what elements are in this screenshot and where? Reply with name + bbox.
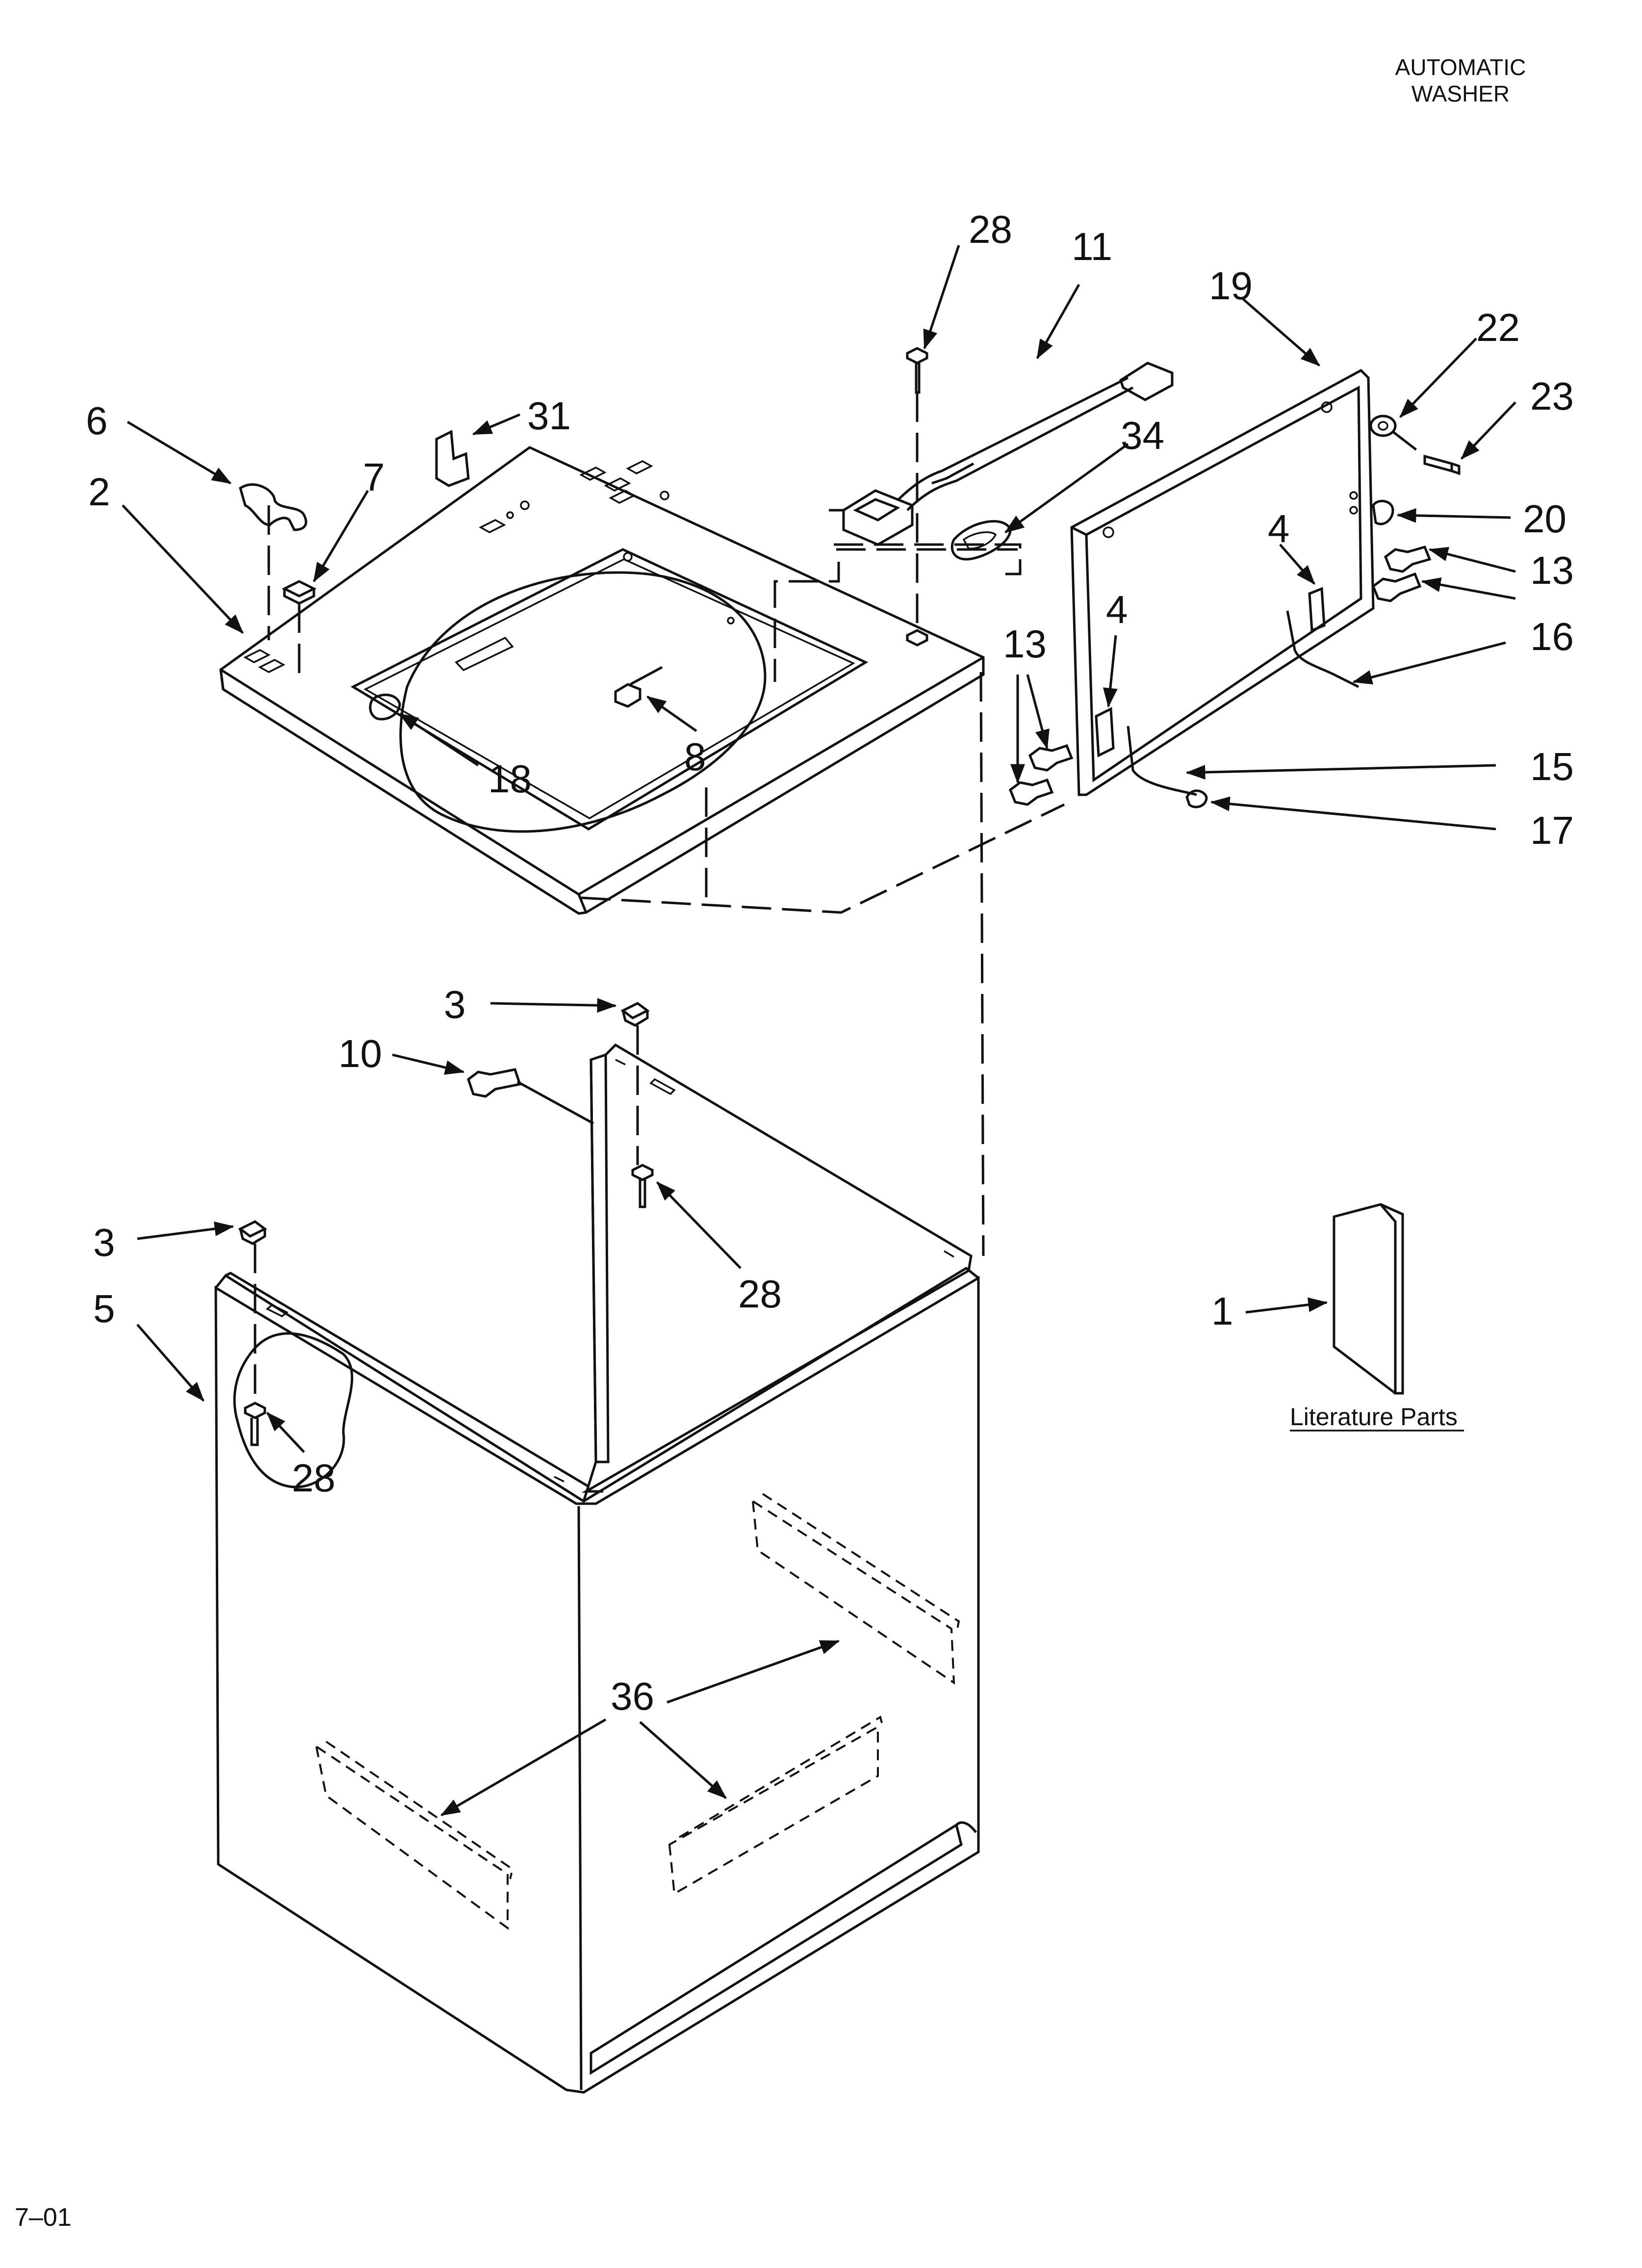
callout-18: 18 xyxy=(488,757,532,801)
callout-34: 34 xyxy=(1121,414,1164,457)
callout-28: 28 xyxy=(969,208,1012,251)
rear-frame xyxy=(1070,368,1375,796)
callout-19: 19 xyxy=(1209,264,1253,308)
leader-lines xyxy=(122,245,1516,1817)
cabinet xyxy=(214,1043,980,2094)
callout-15: 15 xyxy=(1530,745,1574,788)
top-panel xyxy=(219,446,985,915)
callout-4: 4 xyxy=(1268,507,1290,550)
callout-20: 20 xyxy=(1523,497,1566,541)
callout-13-left: 13 xyxy=(1003,622,1047,666)
callout-7: 7 xyxy=(363,455,385,499)
callout-3-left: 3 xyxy=(93,1221,115,1264)
callout-13: 13 xyxy=(1530,548,1574,592)
callout-6: 6 xyxy=(86,399,108,443)
callout-31: 31 xyxy=(527,394,571,438)
callout-16: 16 xyxy=(1530,615,1574,658)
callout-1: 1 xyxy=(1211,1289,1233,1333)
callout-8: 8 xyxy=(684,735,706,779)
callout-36: 36 xyxy=(611,1674,654,1718)
assembly-lines xyxy=(254,392,1426,1403)
callout-5: 5 xyxy=(93,1287,115,1330)
diagram-header: AUTOMATIC WASHER xyxy=(1362,54,1559,107)
page-code: 7–01 xyxy=(15,2203,72,2232)
callout-17: 17 xyxy=(1530,808,1574,852)
callout-22: 22 xyxy=(1476,306,1520,349)
callout-labels: 28 11 19 22 23 6 31 34 7 2 20 4 13 13 16… xyxy=(86,208,1574,1718)
callout-28-cabinet: 28 xyxy=(738,1272,782,1316)
header-line-2: WASHER xyxy=(1411,81,1510,106)
callout-28-window: 28 xyxy=(292,1456,335,1500)
callout-2: 2 xyxy=(88,470,110,514)
callout-11: 11 xyxy=(1072,225,1112,268)
callout-3: 3 xyxy=(444,983,466,1026)
callout-4-left: 4 xyxy=(1106,588,1128,631)
callout-10: 10 xyxy=(338,1032,382,1075)
literature-parts-label: Literature Parts xyxy=(1290,1403,1458,1431)
header-line-1: AUTOMATIC xyxy=(1395,54,1526,80)
callout-23: 23 xyxy=(1530,374,1574,418)
small-parts xyxy=(238,347,1461,1446)
